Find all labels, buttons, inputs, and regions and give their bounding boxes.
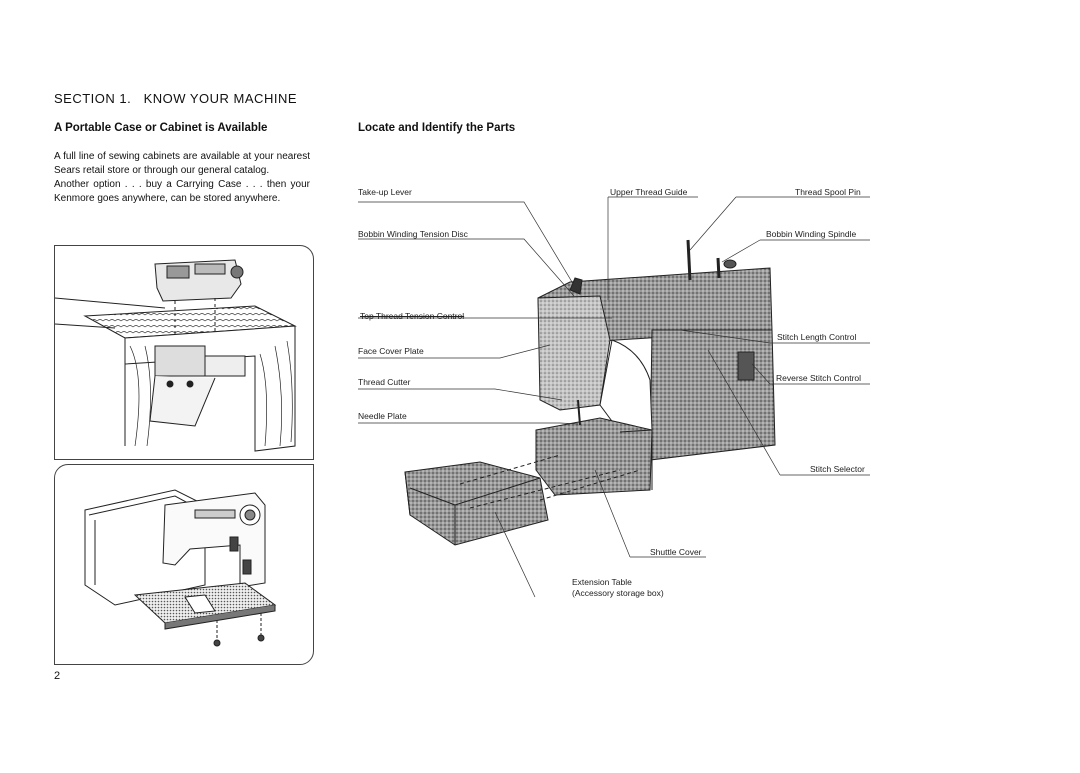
label-bobbin-winding-tension-disc: Bobbin Winding Tension Disc [358, 229, 468, 239]
label-upper-thread-guide: Upper Thread Guide [610, 187, 688, 197]
label-stitch-selector: Stitch Selector [810, 464, 865, 474]
intro-paragraph-2: Another option . . . buy a Carrying Case… [54, 179, 310, 204]
label-stitch-length-control: Stitch Length Control [777, 332, 857, 342]
label-bobbin-winding-spindle: Bobbin Winding Spindle [766, 229, 857, 239]
label-face-cover-plate: Face Cover Plate [358, 346, 424, 356]
cabinet-top-drawing [55, 297, 297, 452]
section-title: SECTION 1. KNOW YOUR MACHINE [54, 91, 298, 106]
intro-text: A full line of sewing cabinets are avail… [54, 150, 310, 206]
label-reverse-stitch-control: Reverse Stitch Control [776, 373, 862, 383]
machine-drawing [162, 492, 266, 588]
label-thread-spool-pin: Thread Spool Pin [795, 187, 861, 197]
carrying-case-illustration-panel [54, 464, 314, 665]
cabinet-illustration-panel [54, 245, 314, 460]
label-extension-table: Extension Table (Accessory storage box) [572, 577, 664, 599]
intro-paragraph-1: A full line of sewing cabinets are avail… [54, 151, 310, 176]
label-take-up-lever: Take-up Lever [358, 187, 412, 197]
label-top-thread-tension-control: Top Thread Tension Control [360, 311, 465, 321]
label-needle-plate: Needle Plate [358, 411, 407, 421]
page-number: 2 [54, 670, 61, 682]
leader-lines [358, 196, 870, 598]
carrying-case-illustration [84, 489, 277, 647]
sewing-machine-drawing [535, 239, 776, 496]
cabinet-heading: A Portable Case or Cabinet is Available [54, 122, 268, 134]
label-shuttle-cover: Shuttle Cover [650, 547, 702, 557]
cabinet-illustration [55, 259, 297, 452]
label-thread-cutter: Thread Cutter [358, 377, 411, 387]
parts-heading: Locate and Identify the Parts [358, 122, 516, 134]
extension-table-drawing [404, 454, 641, 546]
label-extension-table-line1: Extension Table [572, 577, 632, 587]
label-extension-table-line2: (Accessory storage box) [572, 588, 664, 598]
